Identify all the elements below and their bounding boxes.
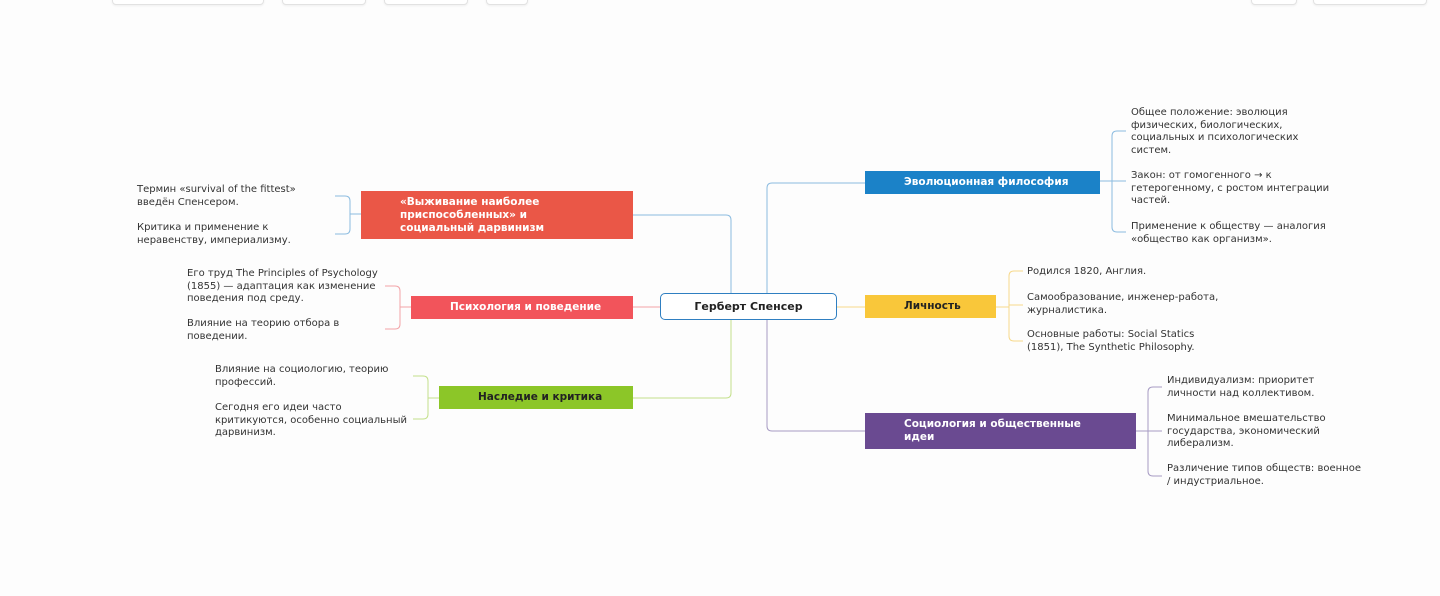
item-connector-survival — [335, 195, 361, 235]
leaf-survival-term[interactable]: Термин «survival of the fittest» введён … — [137, 184, 296, 208]
branch-label: Социология и общественные идеи — [904, 418, 1081, 443]
branch-label: Личность — [904, 300, 961, 312]
leaf-evolution-general[interactable]: Общее положение: эволюция физических, би… — [1131, 107, 1299, 156]
branch-label: Эволюционная философия — [904, 176, 1069, 188]
toolbar-button[interactable] — [282, 0, 366, 5]
leaf-personality-works[interactable]: Основные работы: Social Statics (1851), … — [1027, 329, 1195, 353]
branch-label: Психология и поведение — [450, 301, 602, 313]
branch-evolutionary-philosophy[interactable]: Эволюционная философия — [865, 171, 1100, 194]
branch-psychology[interactable]: Психология и поведение — [411, 296, 633, 319]
leaf-legacy-critique[interactable]: Сегодня его идеи часто критикуются, особ… — [215, 402, 407, 438]
item-connector-evolution — [1100, 130, 1126, 233]
leaf-personality-education[interactable]: Самообразование, инженер-работа, журнали… — [1027, 292, 1219, 316]
leaf-psychology-influence[interactable]: Влияние на теорию отбора в поведении. — [187, 318, 340, 342]
leaf-legacy-influence[interactable]: Влияние на социологию, теорию профессий. — [215, 364, 389, 388]
item-connector-legacy — [413, 375, 439, 420]
leaf-personality-born[interactable]: Родился 1820, Англия. — [1027, 266, 1147, 277]
leaf-survival-critique[interactable]: Критика и применение к неравенству, импе… — [137, 222, 291, 246]
central-topic[interactable]: Герберт Спенсер — [660, 293, 837, 320]
leaf-psychology-principles[interactable]: Его труд The Principles of Psychology (1… — [187, 268, 378, 304]
branch-label: «Выживание наиболее приспособленных» и с… — [400, 195, 545, 234]
leaf-sociology-society-types[interactable]: Различение типов обществ: военное / инду… — [1167, 463, 1361, 487]
toolbar-button[interactable] — [1313, 0, 1427, 5]
central-topic-label: Герберт Спенсер — [694, 300, 803, 313]
connector-survival — [632, 214, 732, 293]
toolbar-button[interactable] — [112, 0, 264, 5]
toolbar-button[interactable] — [486, 0, 528, 5]
leaf-evolution-society[interactable]: Применение к обществу — аналогия «общест… — [1131, 221, 1326, 245]
connector-evolution — [766, 182, 865, 293]
leaf-evolution-law[interactable]: Закон: от гомогенного → к гетерогенному,… — [1131, 170, 1330, 206]
item-connector-sociology — [1136, 386, 1162, 477]
connector-legacy — [632, 320, 732, 399]
item-connector-psychology — [385, 285, 411, 330]
branch-sociology[interactable]: Социология и общественные идеи — [865, 413, 1136, 449]
leaf-sociology-individualism[interactable]: Индивидуализм: приоритет личности над ко… — [1167, 375, 1315, 399]
branch-survival-of-fittest[interactable]: «Выживание наиболее приспособленных» и с… — [361, 191, 633, 239]
toolbar-button[interactable] — [1251, 0, 1297, 5]
item-connector-personality — [996, 270, 1023, 342]
branch-personality[interactable]: Личность — [865, 295, 996, 318]
branch-label: Наследие и критика — [478, 391, 603, 403]
leaf-sociology-minimal-state[interactable]: Минимальное вмешательство государства, э… — [1167, 413, 1326, 449]
branch-legacy[interactable]: Наследие и критика — [439, 386, 633, 409]
connector-sociology — [766, 320, 865, 432]
toolbar-button[interactable] — [384, 0, 468, 5]
